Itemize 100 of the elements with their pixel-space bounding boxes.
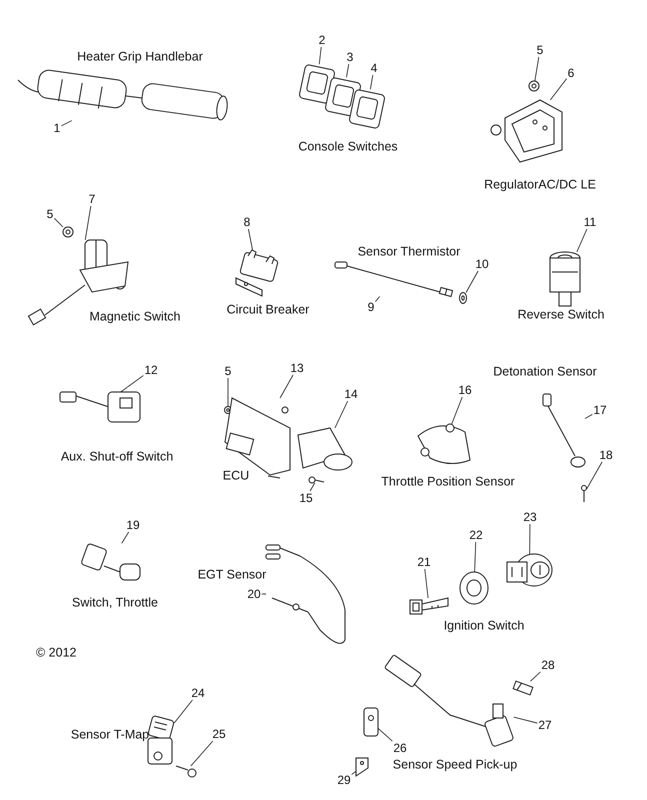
leader-line xyxy=(280,374,294,398)
part-label: RegulatorAC/DC LE xyxy=(483,178,597,192)
callout-number: 4 xyxy=(370,61,378,75)
leader-line xyxy=(584,414,593,419)
leader-line xyxy=(334,400,348,428)
leader-line xyxy=(378,728,393,742)
part-label: Aux. Shut-off Switch xyxy=(60,450,174,464)
leader-line xyxy=(586,462,602,490)
washer-drawing xyxy=(459,292,467,304)
callout-number: 18 xyxy=(598,448,614,462)
callout-number: 29 xyxy=(336,773,352,787)
part-label: Sensor Thermistor xyxy=(356,246,462,258)
reverse-switch-drawing xyxy=(550,252,580,306)
leader-line xyxy=(451,396,463,424)
copyright-note: © 2012 xyxy=(36,646,76,660)
callout-number: 9 xyxy=(366,300,376,314)
part-label: Heater Grip Handlebar xyxy=(76,50,204,64)
callout-number: 13 xyxy=(289,361,305,375)
clip-drawing xyxy=(356,758,368,777)
callout-number: 26 xyxy=(392,741,408,755)
heater-grip-drawing xyxy=(18,68,228,120)
callout-number: 19 xyxy=(125,518,141,532)
callout-number: 5 xyxy=(224,364,232,378)
callout-number: 21 xyxy=(416,555,432,569)
callout-number: 10 xyxy=(474,257,490,271)
bolt-drawing xyxy=(512,680,534,696)
key-drawing xyxy=(410,597,448,614)
part-label: Sensor T-Map xyxy=(70,728,150,742)
nut-drawing xyxy=(62,226,74,238)
leader-line xyxy=(84,206,92,240)
callout-number: 14 xyxy=(343,387,359,401)
throttle-switch-drawing xyxy=(80,542,140,580)
callout-number: 2 xyxy=(318,33,326,47)
circuit-breaker-drawing xyxy=(236,249,279,297)
leader-line xyxy=(530,672,541,682)
callout-number: 22 xyxy=(468,528,484,542)
callout-number: 16 xyxy=(457,383,473,397)
leader-line xyxy=(318,46,322,65)
callout-number: 25 xyxy=(211,727,227,741)
leader-line xyxy=(310,482,316,492)
part-label: Switch, Throttle xyxy=(71,596,159,610)
callout-number: 1 xyxy=(52,121,62,135)
shut-off-switch-drawing xyxy=(60,392,140,422)
part-label: Detonation Sensor xyxy=(492,366,598,378)
leader-line xyxy=(513,716,538,724)
callout-number: 23 xyxy=(522,510,538,524)
callout-number: 5 xyxy=(536,43,544,57)
ecu-drawing xyxy=(224,397,290,478)
leader-line xyxy=(534,56,540,82)
egt-sensor-drawing xyxy=(266,544,346,644)
callout-number: 12 xyxy=(143,363,159,377)
callout-number: 17 xyxy=(592,403,608,417)
regulator-drawing xyxy=(490,99,562,163)
callout-number: 20 xyxy=(246,587,262,601)
part-label: Reverse Switch xyxy=(516,308,606,322)
leader-line xyxy=(370,74,374,90)
part-label: Sensor Speed Pick-up xyxy=(392,758,518,772)
leader-line xyxy=(346,64,350,78)
leader-line xyxy=(60,120,72,126)
callout-number: 15 xyxy=(298,491,314,505)
callout-number: 7 xyxy=(88,192,96,206)
part-label: Ignition Switch xyxy=(442,620,526,632)
part-label: Circuit Breaker xyxy=(226,304,310,316)
part-label: EGT Sensor xyxy=(196,568,268,582)
leader-line xyxy=(190,740,214,766)
callout-number: 11 xyxy=(582,215,598,229)
nut-drawing xyxy=(460,572,488,604)
callout-number: 28 xyxy=(540,658,556,672)
callout-number: 5 xyxy=(46,207,54,221)
thermistor-cable-drawing xyxy=(334,262,454,298)
part-label: ECU xyxy=(222,470,250,482)
leader-line xyxy=(120,375,144,392)
leader-line xyxy=(576,228,588,252)
leader-line xyxy=(121,532,130,544)
part-label: Console Switches xyxy=(297,140,399,154)
callout-number: 27 xyxy=(537,718,553,732)
leader-line xyxy=(54,218,64,228)
callout-number: 24 xyxy=(190,686,206,700)
leader-line xyxy=(466,270,478,293)
map-sensor-drawing xyxy=(147,715,175,764)
leader-line xyxy=(550,78,568,100)
clip-drawing xyxy=(364,708,378,736)
detonation-sensor-drawing xyxy=(542,394,586,468)
screw-drawing xyxy=(308,476,324,484)
nut-drawing xyxy=(528,80,540,92)
leader-line xyxy=(174,700,193,724)
part-label: Magnetic Switch xyxy=(88,310,182,324)
throttle-position-sensor-drawing xyxy=(418,424,470,464)
callout-number: 3 xyxy=(346,50,354,64)
leader-line xyxy=(474,542,476,572)
leader-line xyxy=(424,568,428,598)
screw-drawing xyxy=(176,766,196,778)
bolt-drawing xyxy=(581,485,587,502)
leader-line xyxy=(248,228,253,250)
callout-number: 8 xyxy=(242,215,252,229)
lock-cylinder-drawing xyxy=(506,554,552,586)
leader-line xyxy=(374,296,380,302)
callout-number: 6 xyxy=(566,66,576,80)
bracket-drawing xyxy=(297,427,352,470)
leader-line xyxy=(529,524,530,554)
